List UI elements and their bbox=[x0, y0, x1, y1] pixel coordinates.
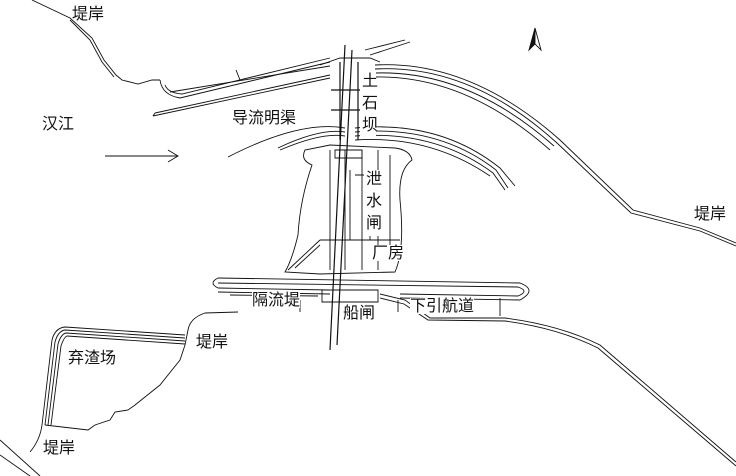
dam-axis bbox=[329, 44, 365, 351]
upper-right-bank-line bbox=[319, 39, 736, 247]
north-arrow-icon bbox=[528, 27, 542, 52]
flow-direction-arrow-icon bbox=[105, 149, 179, 163]
central-island-outline bbox=[284, 144, 413, 275]
bank-label-middle: 堤岸 bbox=[196, 332, 229, 351]
earth-rock-dam-label: 土石坝 bbox=[359, 72, 378, 138]
diversion-channel-label: 导流明渠 bbox=[232, 108, 297, 127]
bank-label-bottom-left: 堤岸 bbox=[43, 438, 76, 457]
separation-dike-label: 隔流堤 bbox=[252, 290, 301, 309]
spoil-area-outline bbox=[0, 311, 239, 476]
bank-label-top-left: 堤岸 bbox=[72, 4, 105, 23]
spoil-area-label: 弃渣场 bbox=[68, 348, 117, 367]
downstream-approach-channel-label: 下引航道 bbox=[410, 296, 475, 315]
separation-dike-and-approach-channel bbox=[212, 277, 736, 467]
spillway-gate-label: 泄水闸 bbox=[363, 170, 382, 236]
ship-lock-label: 船闸 bbox=[343, 303, 376, 322]
top-left-bank-line bbox=[31, 0, 160, 85]
powerhouse-label: 厂房 bbox=[372, 243, 405, 262]
river-label: 汉江 bbox=[42, 114, 75, 133]
bank-label-right: 堤岸 bbox=[694, 204, 727, 223]
diversion-channel-upper-dike bbox=[152, 57, 331, 117]
